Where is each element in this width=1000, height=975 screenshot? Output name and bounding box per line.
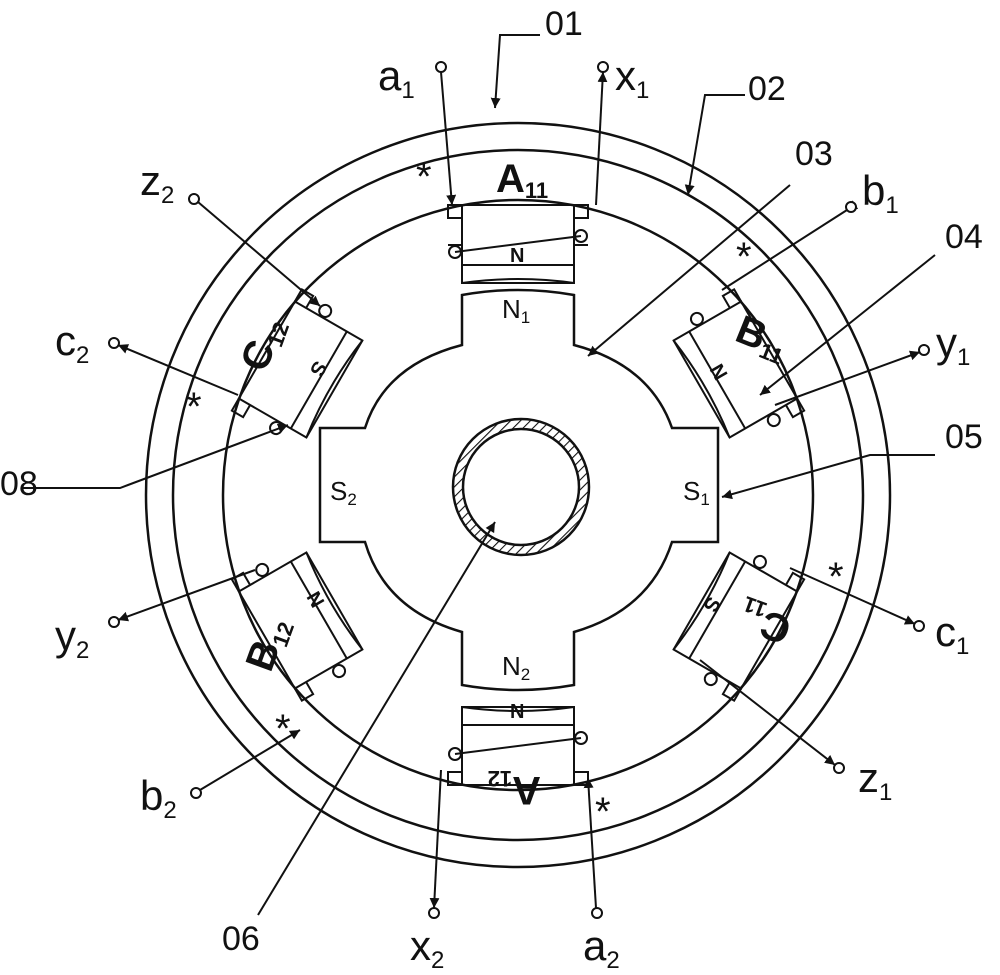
rotor-pole-s2: S2 xyxy=(330,476,357,509)
pole-label-a12: A12 xyxy=(488,766,541,812)
terminal-dots xyxy=(108,61,930,919)
ref-05: 05 xyxy=(945,418,983,456)
stator-pole-c12 xyxy=(230,288,364,439)
ref-06: 06 xyxy=(222,920,260,958)
polarity-marks: * * * * * * xyxy=(186,155,844,834)
shaft-bore xyxy=(461,427,581,547)
stator-pole-b11 xyxy=(672,288,806,439)
magnet-mark-c12: S xyxy=(305,357,331,380)
reference-leaders xyxy=(22,34,936,916)
ref-04: 04 xyxy=(945,218,983,256)
ref-02: 02 xyxy=(748,70,786,108)
pole-label-c11: C11 xyxy=(733,591,798,652)
rotor-core xyxy=(318,288,720,692)
housing-inner-ring xyxy=(171,148,865,842)
terminal-y2: y2 xyxy=(55,612,89,664)
terminal-b2: b2 xyxy=(140,772,177,824)
terminal-labels: a1 x1 b1 y1 c1 z1 a2 x2 b2 y2 c2 z2 xyxy=(55,52,970,974)
housing-outer-ring xyxy=(144,121,892,869)
terminal-c2: c2 xyxy=(55,317,89,369)
pole-label-b11: B11 xyxy=(729,307,795,369)
rotor-pole-n1: N1 xyxy=(502,294,530,327)
terminal-z1: z1 xyxy=(858,754,892,806)
terminal-c1: c1 xyxy=(935,608,969,660)
polarity-star-b12: * xyxy=(275,707,291,751)
pole-label-b12: B12 xyxy=(238,611,299,677)
magnet-mark-c11: S xyxy=(698,593,724,616)
terminal-z2: z2 xyxy=(140,157,174,209)
polarity-star-c11: * xyxy=(828,555,844,599)
stator-pole-a12 xyxy=(447,706,589,786)
stator-yoke-ring xyxy=(221,198,815,792)
stator-pole-a11 xyxy=(447,204,589,284)
terminal-x1: x1 xyxy=(615,52,649,104)
ref-03: 03 xyxy=(795,135,833,173)
polarity-star-a12: * xyxy=(595,790,611,834)
polarity-star-a11: * xyxy=(416,155,432,199)
polarity-star-c12: * xyxy=(186,385,202,429)
terminal-x2: x2 xyxy=(410,922,444,974)
magnet-mark-a11: N xyxy=(510,245,524,267)
rotor-pole-s1: S1 xyxy=(683,476,710,509)
pole-label-c12: C12 xyxy=(233,311,294,377)
terminal-a2: a2 xyxy=(583,922,620,974)
terminal-a1: a1 xyxy=(378,52,415,104)
terminal-y1: y1 xyxy=(936,319,970,371)
lead-wires xyxy=(117,71,921,909)
ref-01: 01 xyxy=(545,5,583,43)
polarity-star-b11: * xyxy=(736,235,752,279)
magnet-mark-a12: N xyxy=(510,701,524,723)
stator-pole-b12 xyxy=(230,551,364,702)
ref-08: 08 xyxy=(0,465,38,503)
rotor-pole-n2: N2 xyxy=(502,651,530,684)
pole-label-a11: A11 xyxy=(496,157,548,203)
terminal-b1: b1 xyxy=(862,167,899,219)
stator-pole-c11 xyxy=(672,551,806,702)
